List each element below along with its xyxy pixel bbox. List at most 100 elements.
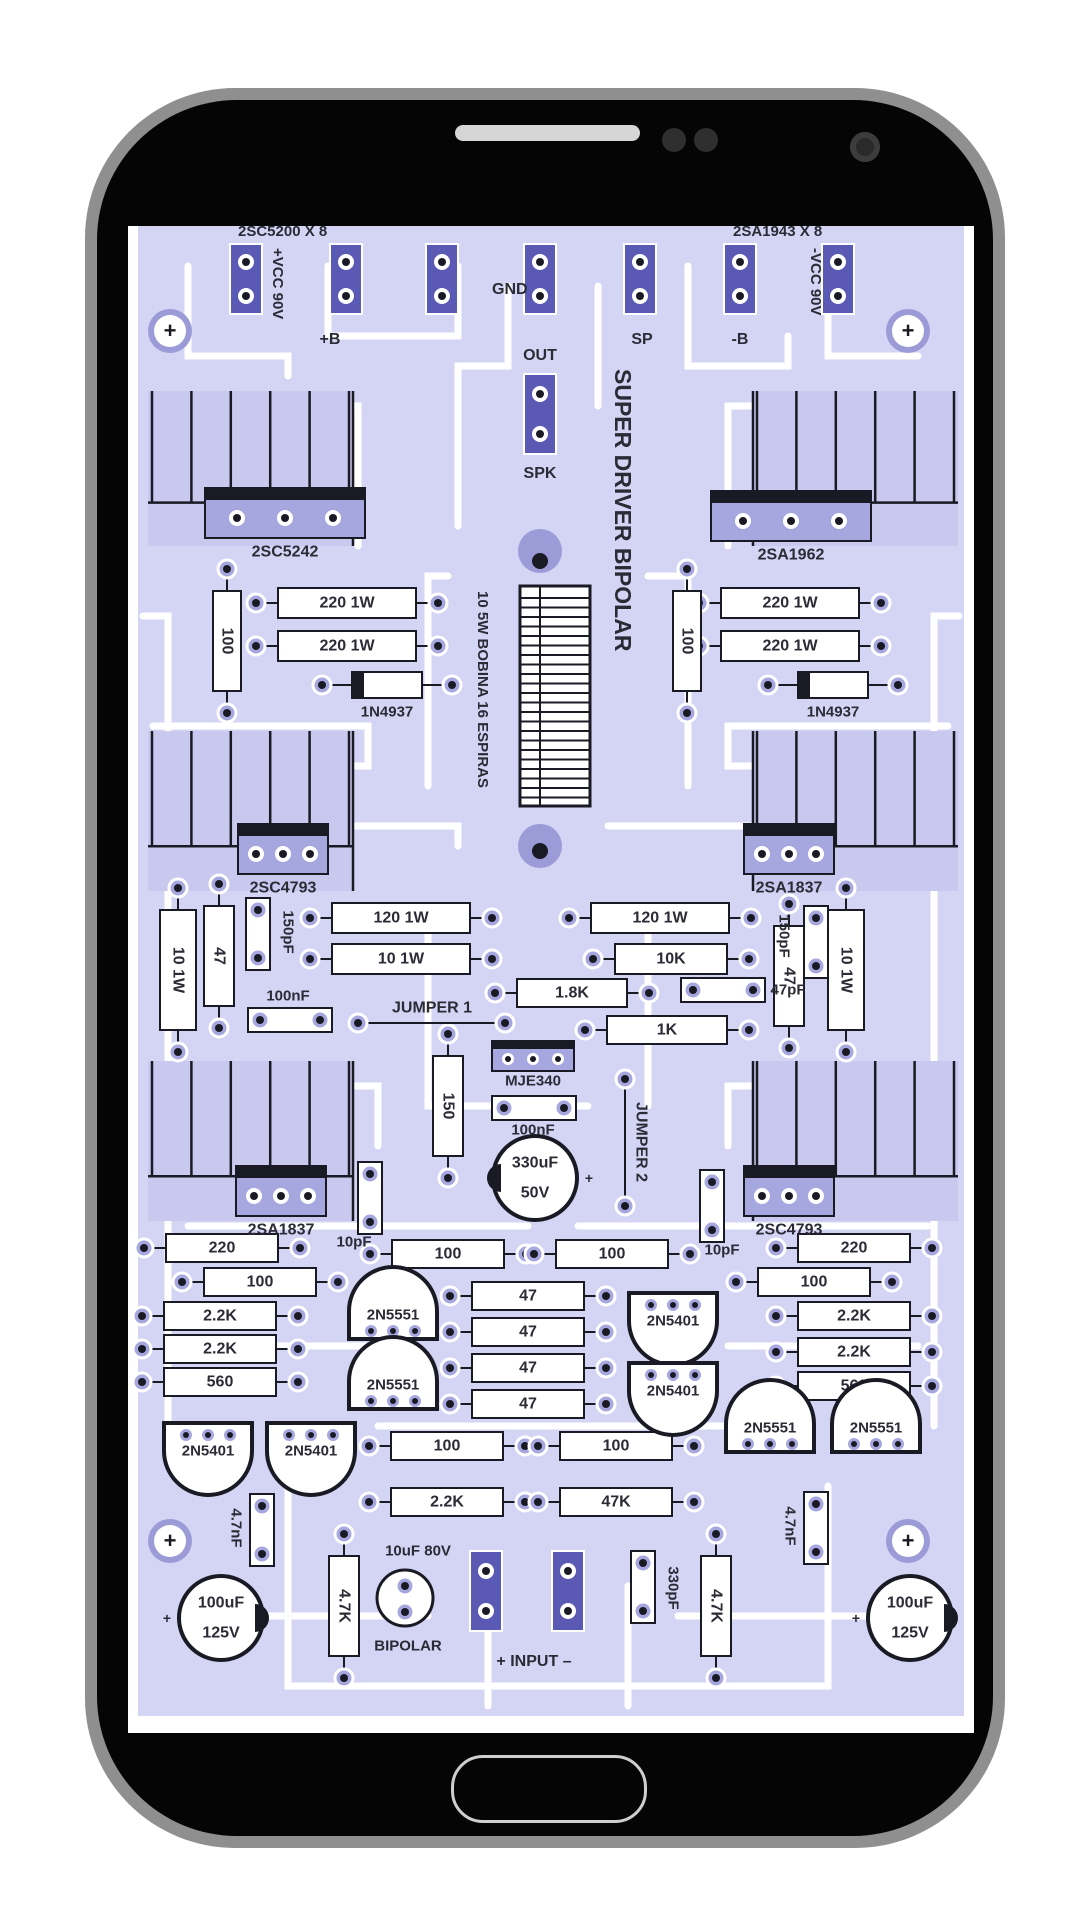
- resistor-100-row2-right-label: 100: [801, 1274, 828, 1291]
- diode-1n4937-left-label: 1N4937: [361, 704, 414, 721]
- resistor-47k: 47K: [527, 1487, 705, 1517]
- capacitor-4-7nf-right: 4.7nF: [782, 1491, 829, 1565]
- resistor-220-1w-c-label: 220 1W: [762, 595, 818, 612]
- resistor-4-7k-left-label: 4.7K: [336, 1589, 353, 1623]
- input-terminal: [469, 1550, 503, 1632]
- resistor-100-row2-right: 100: [725, 1267, 903, 1297]
- capacitor-47pf-label: 47pF: [770, 982, 805, 999]
- transistor-2n5401-b: 2N5401: [627, 1361, 719, 1437]
- capacitor-330uf-label-top: 330uF: [512, 1155, 558, 1172]
- resistor-10-1w-right-label: 10 1W: [838, 947, 855, 994]
- transistor-2n5551-b: 2N5551: [347, 1335, 439, 1411]
- resistor-100-row3-b: 100: [527, 1431, 705, 1461]
- resistor-220-1w-c: 220 1W: [688, 587, 892, 619]
- resistor-220-1w-b-label: 220 1W: [319, 638, 375, 655]
- svg-text:+: +: [902, 318, 915, 343]
- capacitor-10uf-bipolar: 10uF 80V BIPOLAR: [374, 1543, 451, 1655]
- screen: + + + + 2SC5200 X 8 2SA1943 X 8 +VCC 90V…: [128, 226, 974, 1733]
- capacitor-10uf-label: 10uF 80V: [385, 1543, 451, 1560]
- resistor-100-left-label: 100: [219, 628, 236, 655]
- resistor-100-right: 100: [672, 558, 702, 724]
- resistor-150-label: 150: [440, 1093, 457, 1120]
- resistor-47-a: 47: [439, 1281, 617, 1311]
- transistor-2sa1837-bottom: 2SA1837: [235, 1165, 327, 1239]
- transistor-mje340-label: MJE340: [505, 1073, 561, 1090]
- resistor-2-2k-bottom-label: 2.2K: [430, 1494, 464, 1511]
- capacitor-100uf-left-label-bottom: 125V: [202, 1625, 240, 1642]
- gnd-label: GND: [492, 281, 528, 298]
- proximity-sensor: [662, 128, 686, 152]
- resistor-2-2k-l1: 2.2K: [131, 1301, 309, 1331]
- mounting-hole-top-right: +: [886, 309, 930, 353]
- transistor-2sa1837-bottom-label: 2SA1837: [248, 1222, 315, 1239]
- diode-1n4937-right-label: 1N4937: [807, 704, 860, 721]
- terminal-block: [523, 243, 557, 315]
- resistor-120-1w-left: 120 1W: [299, 902, 503, 934]
- svg-text:+: +: [164, 318, 177, 343]
- terminal-pads: [229, 243, 855, 1632]
- resistor-100-mid-b-label: 100: [599, 1246, 626, 1263]
- transistor-2n5551-c-label: 2N5551: [744, 1420, 797, 1437]
- board-titles: SUPER DRIVER BIPOLAR 10 5W BOBINA 16 ESP…: [474, 369, 636, 788]
- terminal-block: [229, 243, 263, 315]
- terminal-block: [821, 243, 855, 315]
- transistor-2sc4793-bottom: 2SC4793: [743, 1165, 835, 1239]
- terminal-block: [623, 243, 657, 315]
- terminal-block: [425, 243, 459, 315]
- resistor-120-1w-left-label: 120 1W: [373, 910, 429, 927]
- capacitor-150pf-left: 150pF: [245, 897, 297, 971]
- sp-label: SP: [631, 331, 653, 348]
- spk-label: SPK: [524, 465, 557, 482]
- capacitor-100uf-right-polarity: +: [852, 1610, 860, 1626]
- resistor-2-2k-l1-label: 2.2K: [203, 1308, 237, 1325]
- capacitor-bipolar-label: BIPOLAR: [374, 1638, 442, 1655]
- resistor-4-7k-right-label: 4.7K: [708, 1589, 725, 1623]
- resistor-560-left-label: 560: [207, 1374, 234, 1391]
- resistor-47-left: 47: [203, 873, 235, 1039]
- transistor-2n5551-c: 2N5551: [724, 1378, 816, 1454]
- resistor-2-2k-l2: 2.2K: [131, 1334, 309, 1364]
- transistor-2n5551-a: 2N5551: [347, 1265, 439, 1341]
- jumper-1-label: JUMPER 1: [392, 1000, 472, 1017]
- capacitor-10pf-right: 10pF: [699, 1169, 740, 1259]
- resistor-100-row2-left: 100: [171, 1267, 349, 1297]
- resistor-100-mid-a: 100: [359, 1239, 537, 1269]
- mounting-hole-bottom-left: +: [148, 1519, 192, 1563]
- resistor-100-mid-b: 100: [523, 1239, 701, 1269]
- resistor-220-right-label: 220: [841, 1240, 868, 1257]
- resistor-47-a-label: 47: [519, 1288, 537, 1305]
- transistor-2sa1837-top: 2SA1837: [743, 823, 835, 897]
- resistor-2-2k-r2: 2.2K: [765, 1337, 943, 1367]
- transistor-2n5551-d-label: 2N5551: [850, 1420, 903, 1437]
- transistor-2n5401-c-label: 2N5401: [182, 1443, 235, 1460]
- mounting-hole-bottom-right: +: [886, 1519, 930, 1563]
- resistor-10-1w-mid: 10 1W: [299, 943, 503, 975]
- home-button[interactable]: [451, 1755, 647, 1823]
- capacitor-4-7nf-right-label: 4.7nF: [782, 1506, 799, 1545]
- resistor-1k: 1K: [574, 1015, 760, 1045]
- resistor-220-1w-a: 220 1W: [245, 587, 449, 619]
- light-sensor: [694, 128, 718, 152]
- coil-title: 10 5W BOBINA 16 ESPIRAS: [474, 591, 491, 788]
- resistor-1-8k-label: 1.8K: [555, 985, 589, 1002]
- transistor-2sa1962: 2SA1962: [710, 490, 872, 564]
- resistor-2-2k-r2-label: 2.2K: [837, 1344, 871, 1361]
- right-transistor-note: 2SA1943 X 8: [733, 226, 822, 240]
- resistor-47-right: 47: [773, 893, 805, 1059]
- resistor-2-2k-l2-label: 2.2K: [203, 1341, 237, 1358]
- resistor-2-2k-r1: 2.2K: [765, 1301, 943, 1331]
- capacitor-100uf-right-label-bottom: 125V: [891, 1625, 929, 1642]
- b-neg-label: -B: [732, 331, 749, 348]
- resistor-1k-label: 1K: [657, 1022, 678, 1039]
- input-label: + INPUT –: [496, 1653, 571, 1670]
- resistor-220-1w-a-label: 220 1W: [319, 595, 375, 612]
- transistor-2sa1837-top-label: 2SA1837: [756, 880, 823, 897]
- pcb-layout-image: + + + + 2SC5200 X 8 2SA1943 X 8 +VCC 90V…: [128, 226, 974, 1733]
- transistor-2sc4793-bottom-label: 2SC4793: [756, 1222, 823, 1239]
- transistor-2n5401-a: 2N5401: [627, 1291, 719, 1367]
- resistor-100-right-label: 100: [679, 628, 696, 655]
